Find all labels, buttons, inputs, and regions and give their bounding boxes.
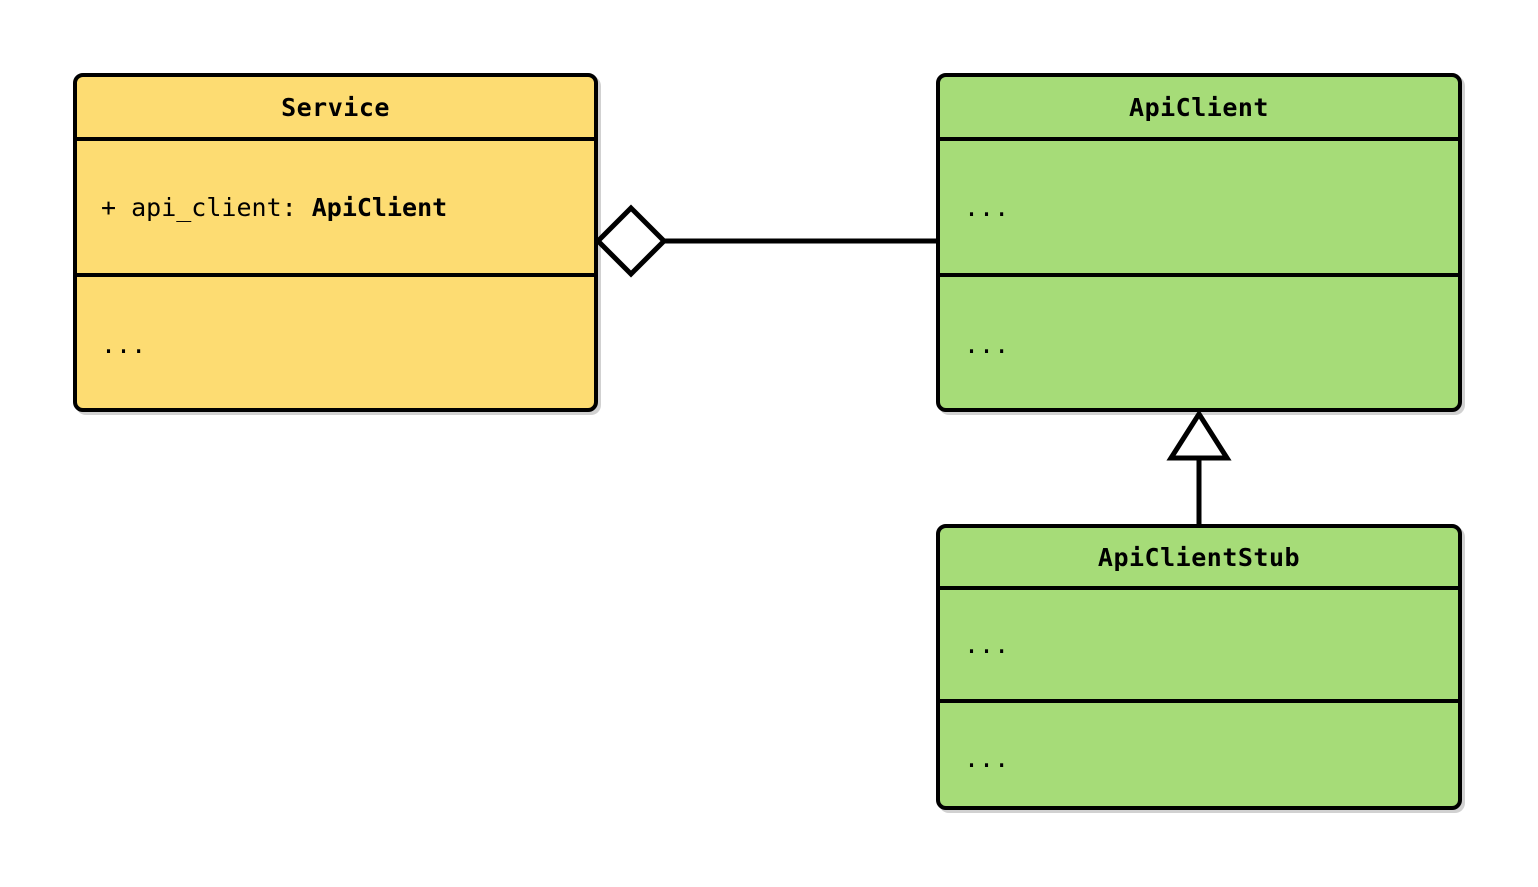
methods-ellipsis-apiclientstub: ... xyxy=(964,744,1010,773)
attribute-type-service: ApiClient xyxy=(311,192,448,222)
class-methods-apiclientstub: ... xyxy=(940,703,1458,806)
class-attributes-apiclient: ... xyxy=(940,141,1458,277)
attributes-ellipsis-apiclientstub: ... xyxy=(964,630,1010,659)
attributes-ellipsis-apiclient: ... xyxy=(964,192,1010,222)
hollow-triangle-icon xyxy=(1166,409,1232,461)
class-box-apiclientstub[interactable]: ApiClientStub ... ... xyxy=(936,524,1462,810)
inheritance-apiclientstub-apiclient[interactable] xyxy=(1166,409,1232,524)
class-attributes-apiclientstub: ... xyxy=(940,590,1458,703)
methods-ellipsis-service: ... xyxy=(101,330,147,359)
methods-ellipsis-apiclient: ... xyxy=(964,330,1010,359)
class-attributes-service: + api_client: ApiClient xyxy=(77,141,594,277)
class-methods-apiclient: ... xyxy=(940,277,1458,408)
class-title-apiclientstub: ApiClientStub xyxy=(940,528,1458,590)
class-title-service: Service xyxy=(77,77,594,141)
hollow-diamond-icon xyxy=(594,204,668,278)
class-box-service[interactable]: Service + api_client: ApiClient ... xyxy=(73,73,598,412)
class-title-apiclient: ApiClient xyxy=(940,77,1458,141)
class-methods-service: ... xyxy=(77,277,594,408)
attribute-prefix-service: + api_client: xyxy=(101,192,312,222)
class-box-apiclient[interactable]: ApiClient ... ... xyxy=(936,73,1462,412)
aggregation-service-apiclient[interactable] xyxy=(594,204,936,278)
